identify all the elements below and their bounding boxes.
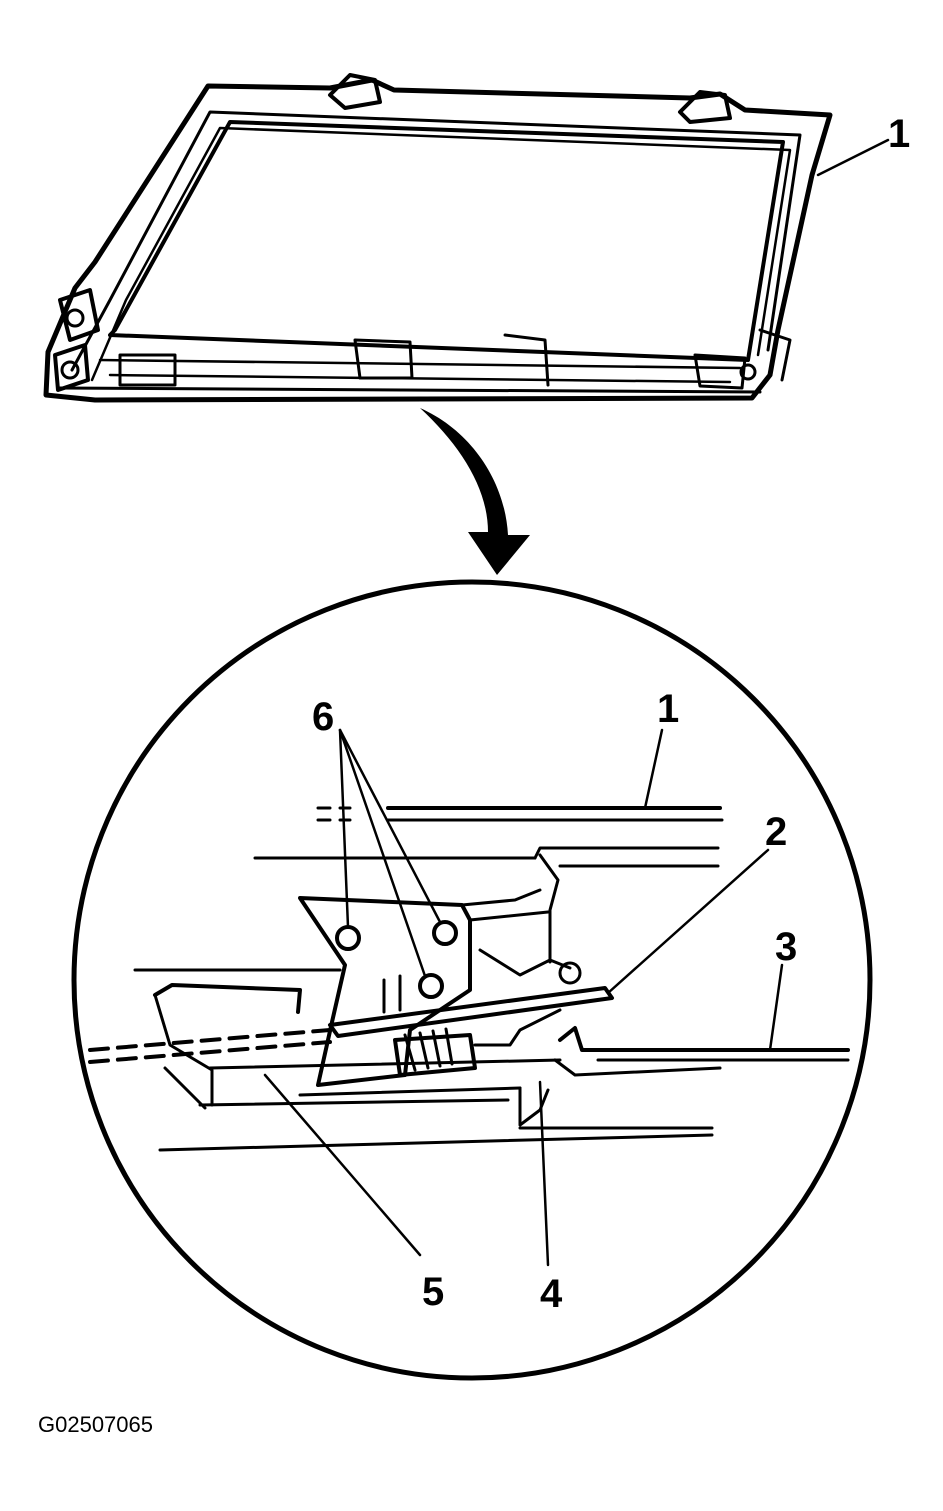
- detail-arrow: [420, 408, 530, 575]
- leader-3: [768, 963, 784, 1052]
- detail-view: [71, 579, 873, 1381]
- callout-detail-6: 6: [312, 695, 334, 739]
- callout-detail-2: 2: [765, 810, 787, 854]
- callout-top-1: 1: [888, 112, 910, 156]
- leader-4: [538, 1080, 550, 1267]
- leader-6c: [338, 728, 427, 978]
- leader-1: [643, 728, 664, 810]
- leader-5: [263, 1073, 422, 1257]
- leader-2: [606, 848, 770, 995]
- figure-id: G02507065: [38, 1412, 153, 1437]
- leader-6b: [338, 728, 442, 924]
- callout-detail-5: 5: [422, 1270, 444, 1314]
- leader-6a: [338, 728, 350, 929]
- callout-detail-1: 1: [657, 687, 679, 731]
- callout-detail-4: 4: [540, 1272, 563, 1316]
- callout-detail-3: 3: [775, 925, 797, 969]
- liftglass-window-assembly: [43, 73, 890, 403]
- detail-circle: [71, 579, 873, 1381]
